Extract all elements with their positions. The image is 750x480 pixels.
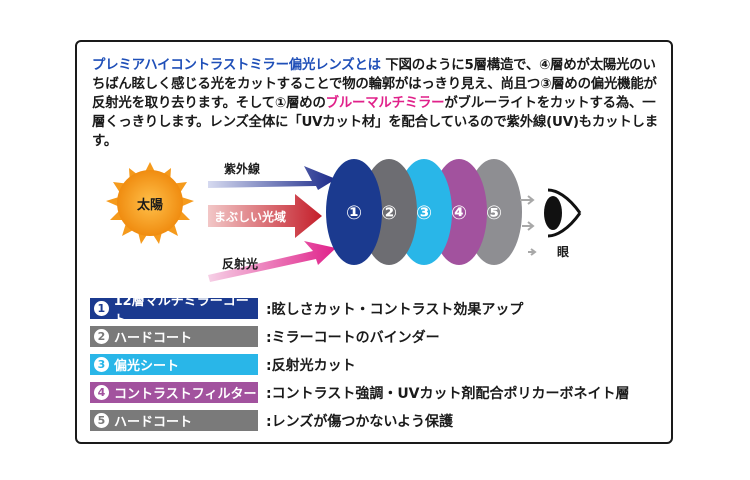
legend-desc-3: :反射光カット — [266, 357, 356, 374]
legend-name-1: 12層マルチミラーコート — [113, 293, 249, 328]
legend-desc-4: :コントラスト強調・UVカット剤配合ポリカーボネイト層 — [266, 385, 630, 402]
intro-text-1: 下図のように5層構造で、④層めが太陽光のいちばん眩しく感じる光をカットすることで… — [92, 58, 657, 111]
legend-row-3: 3 偏光シート :反射光カット — [90, 354, 356, 375]
legend-desc-1: :眩しさカット・コントラスト効果アップ — [266, 301, 524, 318]
legend-tag-2: 2 ハードコート — [90, 326, 258, 347]
legend-row-4: 4 コントラストフィルター :コントラスト強調・UVカット剤配合ポリカーボネイト… — [90, 382, 630, 403]
reflect-label: 反射光 — [222, 256, 258, 271]
layer-number-1: ① — [346, 202, 362, 224]
legend-name-4: コントラストフィルター — [114, 387, 257, 402]
glare-arrow — [208, 194, 322, 238]
layer-number-4: ④ — [451, 202, 467, 224]
eye-label: 眼 — [557, 245, 569, 259]
legend-desc-5: :レンズが傷つかないよう保護 — [266, 413, 454, 430]
transmit-arrows — [520, 195, 537, 256]
legend-row-1: 1 12層マルチミラーコート :眩しさカット・コントラスト効果アップ — [90, 294, 524, 328]
legend-number-1: 1 — [94, 301, 109, 316]
legend-number-3: 3 — [94, 357, 109, 372]
intro-text-2: がブルーライトをカットする為、一層くっきりします。レンズ全体に「UVカット材」を… — [92, 96, 658, 149]
sun-icon — [106, 162, 194, 244]
lens-layer-1 — [326, 159, 382, 265]
sun-label: 太陽 — [136, 197, 163, 213]
legend-row-2: 2 ハードコート :ミラーコートのバインダー — [90, 326, 440, 347]
layer-number-5: ⑤ — [486, 202, 502, 224]
legend-name-2: ハードコート — [114, 331, 193, 346]
reflect-arrow — [208, 241, 336, 282]
layer-number-2: ② — [381, 202, 397, 224]
layer-number-3: ③ — [416, 202, 432, 224]
legend-name-3: 偏光シート — [114, 359, 180, 374]
legend-row-5: 5 ハードコート :レンズが傷つかないよう保護 — [90, 410, 453, 431]
legend-number-4: 4 — [94, 385, 109, 400]
uv-label: 紫外線 — [224, 161, 260, 176]
intro-paragraph: プレミアハイコントラストミラー偏光レンズとは 下図のように5層構造で、④層めが太… — [92, 56, 664, 151]
glare-label: まぶしい光域 — [214, 209, 286, 224]
uv-arrow — [208, 166, 336, 190]
legend-name-5: ハードコート — [114, 415, 193, 430]
legend-desc-2: :ミラーコートのバインダー — [266, 329, 440, 346]
intro-highlight: ブルーマルチミラー — [325, 96, 445, 111]
legend-tag-4: 4 コントラストフィルター — [90, 382, 258, 403]
legend-number-5: 5 — [94, 413, 109, 428]
intro-lead: プレミアハイコントラストミラー偏光レンズとは — [92, 58, 381, 73]
eye-icon — [544, 188, 582, 238]
legend-tag-5: 5 ハードコート — [90, 410, 258, 431]
legend-tag-3: 3 偏光シート — [90, 354, 258, 375]
legend-tag-1: 1 12層マルチミラーコート — [90, 294, 258, 328]
legend-number-2: 2 — [94, 329, 109, 344]
